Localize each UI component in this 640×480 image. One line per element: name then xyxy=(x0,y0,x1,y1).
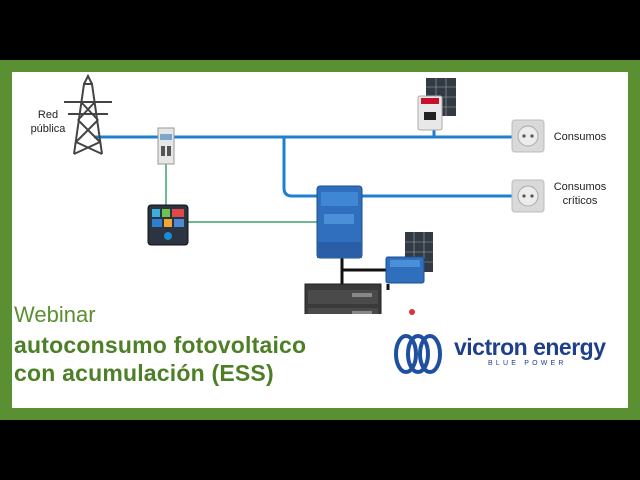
meter-icon xyxy=(157,127,175,165)
loads-label: Consumos xyxy=(553,131,607,143)
color-control-gx-icon xyxy=(147,204,189,246)
title-line-1: autoconsumo fotovoltaico xyxy=(14,332,307,358)
pylon-icon xyxy=(64,73,112,155)
brand-tagline: BLUE POWER xyxy=(488,360,567,367)
victron-logo: victron energy BLUE POWER xyxy=(392,328,622,378)
dc-lines xyxy=(340,258,388,284)
mppt-charger-icon xyxy=(385,256,425,284)
multiplus-inverter-icon xyxy=(316,185,363,259)
cursor-dot xyxy=(409,309,415,315)
victron-swirl-icon xyxy=(394,334,442,374)
comm-lines xyxy=(165,164,317,223)
slide-panel: Red pública Consumos Consumos críticos W… xyxy=(12,72,628,408)
video-frame: Red pública Consumos Consumos críticos W… xyxy=(0,60,640,420)
brand-name: victron energy xyxy=(454,334,606,360)
grid-label: Red pública xyxy=(30,109,66,135)
title-line-2: con acumulación (ESS) xyxy=(14,360,274,386)
webinar-label: Webinar xyxy=(14,302,96,327)
socket-icon xyxy=(511,119,545,153)
socket-icon xyxy=(511,179,545,213)
critical-loads-label: Consumos críticos xyxy=(553,181,607,207)
pv-inverter-icon xyxy=(417,95,443,131)
title-block: Webinar autoconsumo fotovoltaico con acu… xyxy=(12,302,382,396)
